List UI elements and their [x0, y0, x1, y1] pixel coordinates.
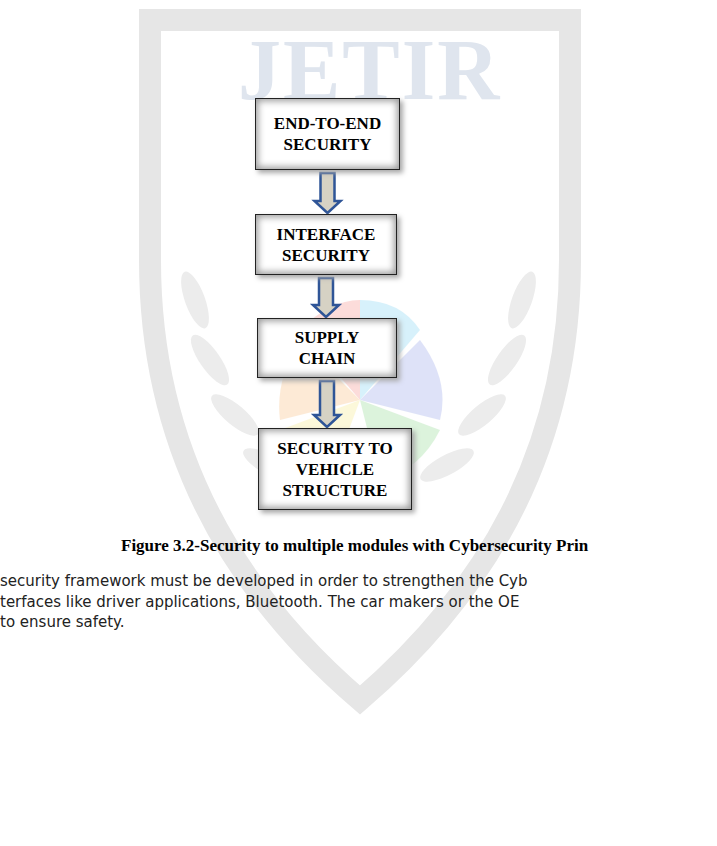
body-text: security framework must be developed in …	[0, 572, 528, 590]
block-arrow	[315, 173, 341, 213]
figure-caption: Figure 3.2-Security to multiple modules …	[121, 536, 588, 556]
block-arrow	[313, 278, 339, 317]
block-arrow	[314, 381, 340, 427]
process-box: INTERFACE SECURITY	[255, 214, 397, 275]
process-box: SUPPLY CHAIN	[257, 318, 397, 378]
box-label: SECURITY TO VEHICLE STRUCTURE	[271, 438, 399, 501]
process-box: SECURITY TO VEHICLE STRUCTURE	[258, 428, 412, 510]
box-label: INTERFACE SECURITY	[268, 224, 384, 266]
box-label: SUPPLY CHAIN	[270, 327, 384, 369]
box-label: END-TO-END SECURITY	[268, 113, 387, 155]
process-box: END-TO-END SECURITY	[255, 98, 400, 170]
body-text: terfaces like driver applications, Bluet…	[0, 593, 519, 611]
body-text: to ensure safety.	[0, 613, 125, 631]
